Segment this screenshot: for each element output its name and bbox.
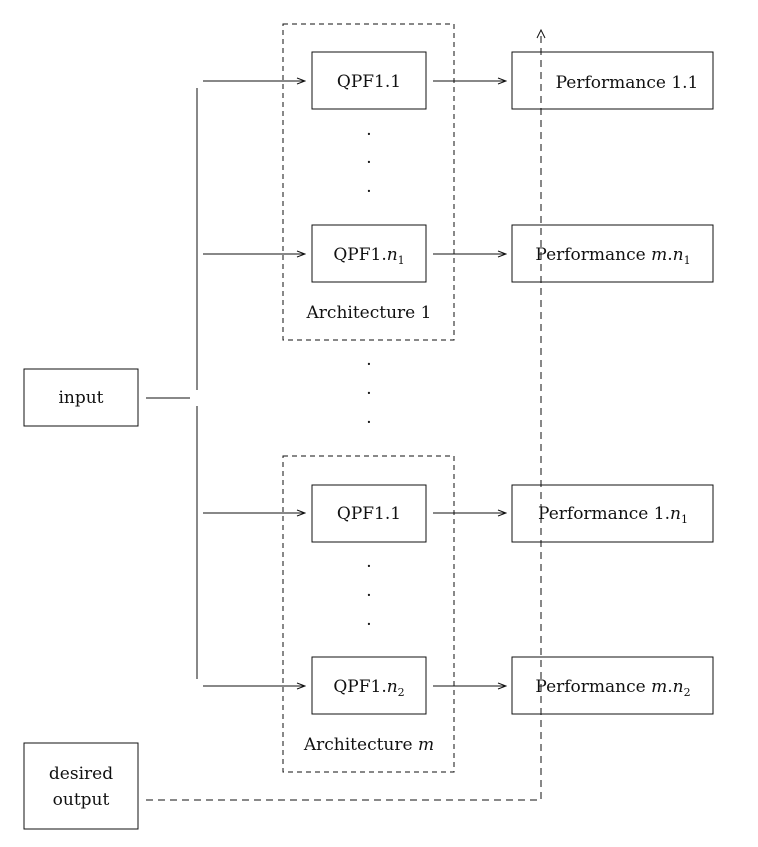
dashed-line-arrowhead	[536, 28, 546, 39]
performance-label-2: Performance m.n1	[535, 245, 690, 267]
svg-text:·: ·	[366, 384, 371, 404]
qpf-label-a1-2: QPF1.n1	[333, 245, 404, 267]
desired-output-dashed-line	[146, 34, 542, 801]
input-box	[23, 368, 139, 427]
performance-label-1: Performance 1.1	[556, 73, 699, 93]
performance-box-4	[511, 656, 714, 715]
performance-box-3	[511, 484, 714, 543]
svg-text:·: ·	[366, 557, 371, 577]
qpf-label-a2-1: QPF1.1	[337, 504, 401, 524]
qpf-label-a1-1: QPF1.1	[337, 72, 401, 92]
qpf-box-a2-2	[311, 656, 427, 715]
performance-label-3: Performance 1.n1	[538, 504, 688, 526]
ellipsis-architecture-1: · · ·	[366, 125, 371, 202]
svg-text:·: ·	[366, 182, 371, 202]
svg-text:·: ·	[366, 615, 371, 635]
svg-text:·: ·	[366, 413, 371, 433]
svg-text:·: ·	[366, 355, 371, 375]
performance-box-2	[511, 224, 714, 283]
performance-box-1	[511, 51, 714, 110]
ellipsis-between-architectures: · · ·	[366, 355, 371, 433]
svg-text:·: ·	[366, 153, 371, 173]
architecture-1-container	[282, 23, 455, 341]
qpf-label-a2-2: QPF1.n2	[333, 677, 404, 699]
qpf-box-a2-1	[311, 484, 427, 543]
performance-label-4: Performance m.n2	[535, 677, 690, 699]
ellipsis-architecture-m: · · ·	[366, 557, 371, 635]
svg-text:·: ·	[366, 586, 371, 606]
svg-text:·: ·	[366, 125, 371, 145]
qpf-box-a1-2	[311, 224, 427, 283]
desired-output-box	[23, 742, 139, 830]
qpf-box-a1-1	[311, 51, 427, 110]
architecture-1-label: Architecture 1	[306, 303, 432, 323]
desired-output-label-line2: output	[53, 790, 110, 810]
architecture-m-label: Architecture m	[303, 735, 434, 755]
architecture-m-container	[282, 455, 455, 773]
desired-output-label-line1: desired	[49, 764, 113, 784]
input-label: input	[58, 388, 103, 408]
